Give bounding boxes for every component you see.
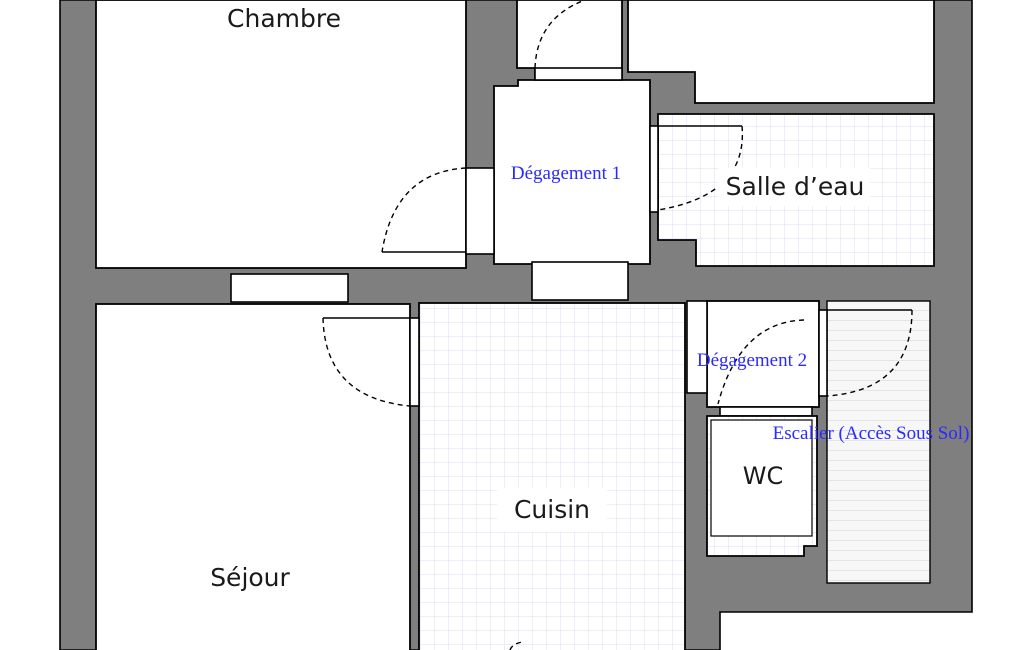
- opening-escalier: [818, 309, 828, 397]
- label-sejour: Séjour: [210, 563, 290, 592]
- label-cuisine: Cuisin: [514, 495, 590, 524]
- wc-inner: [710, 419, 813, 537]
- degagement-2-step: [719, 406, 813, 417]
- room-chambre: [95, 0, 467, 269]
- upper-right-room: [627, 0, 935, 104]
- room-cuisine: [418, 302, 686, 650]
- label-chambre: Chambre: [227, 4, 341, 33]
- room-sejour: [95, 303, 411, 650]
- room-degagement-1: [493, 79, 651, 265]
- degagement-2-opening: [686, 300, 708, 394]
- doors: [322, 0, 913, 650]
- label-degagement-2: Dégagement 2: [697, 350, 807, 371]
- label-escalier: Escalier (Accès Sous Sol): [773, 423, 970, 444]
- door-cuisine-bottom: [509, 641, 523, 650]
- label-bg-cuisine: [497, 488, 607, 532]
- label-salle-deau: Salle d’eau: [726, 172, 865, 201]
- room-degagement-2: [706, 300, 820, 408]
- upper-rooms: [516, 0, 935, 104]
- door-escalier: [826, 309, 913, 397]
- opening-degagement-cuisine: [531, 261, 629, 301]
- door-degagement-2: [717, 319, 805, 405]
- label-wc: WC: [743, 462, 784, 490]
- openings: [230, 67, 828, 407]
- opening-sejour-cuisine: [409, 317, 420, 407]
- room-escalier: [826, 300, 931, 584]
- door-sejour: [322, 317, 411, 407]
- opening-chambre-sejour: [230, 273, 349, 303]
- door-upper-hall: [534, 0, 586, 69]
- opening-degagement-salle: [649, 125, 659, 213]
- upper-hall-room: [516, 0, 623, 79]
- label-bg-salle: [718, 168, 870, 206]
- label-degagement-1: Dégagement 1: [511, 163, 621, 184]
- opening-upper-hall: [534, 67, 623, 81]
- opening-chambre-degagement: [465, 167, 495, 255]
